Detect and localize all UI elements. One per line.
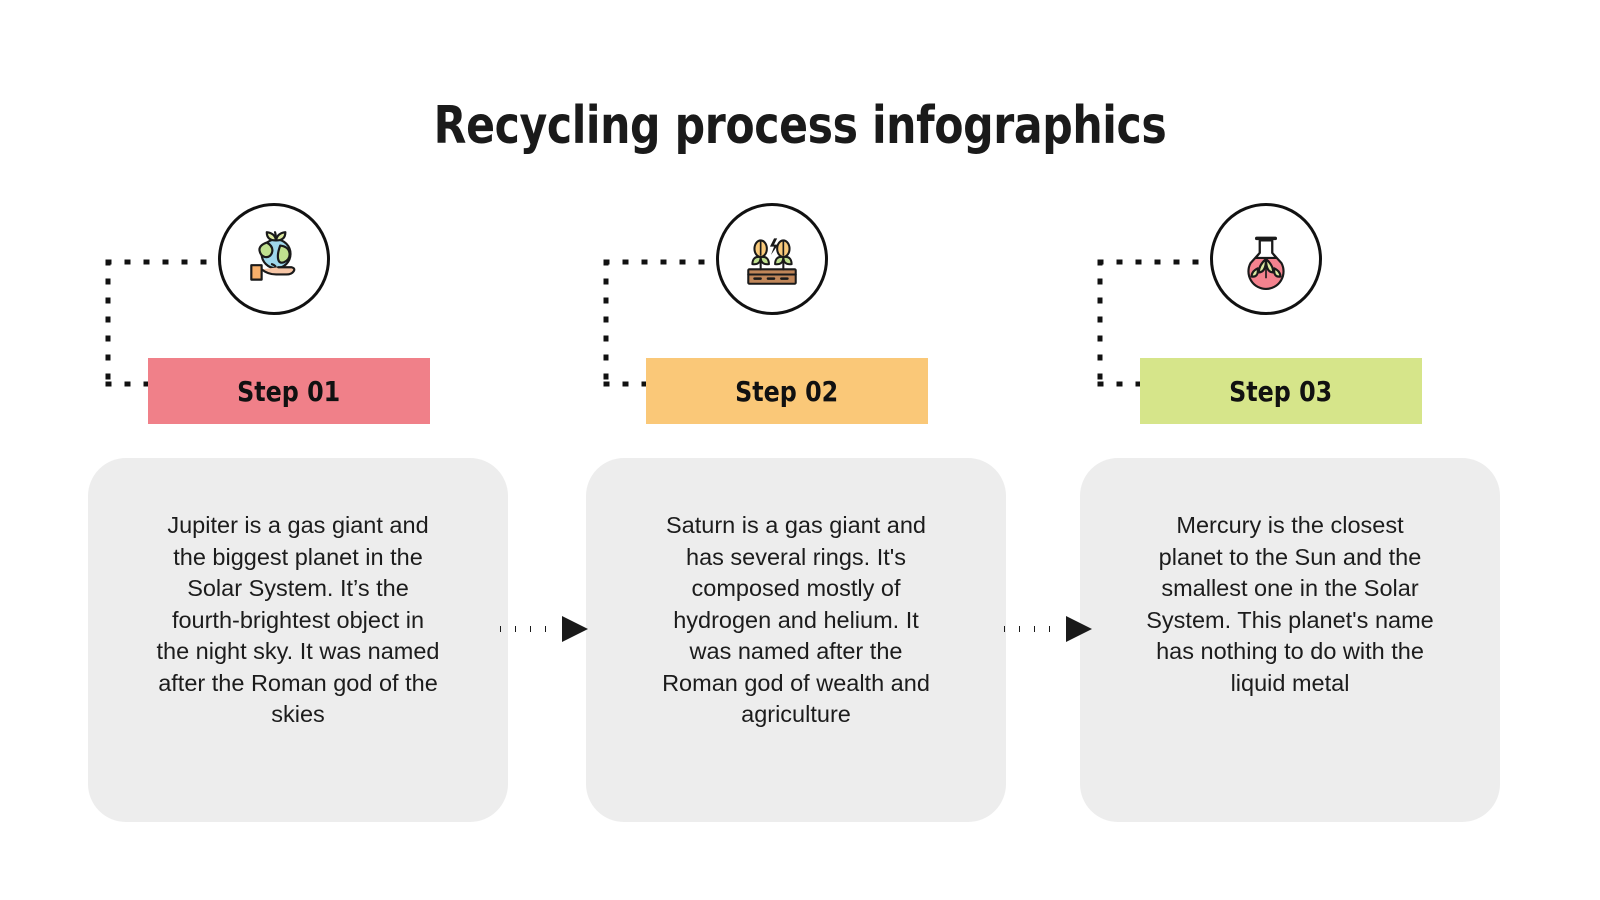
step-label-bar-3[interactable]: Step 03 [1140,358,1422,424]
step-column-3: Step 03 Mercury is the closest planet to… [1040,0,1520,900]
step-icon-circle-3 [1210,203,1322,315]
step-label-text-2: Step 02 [735,374,839,408]
step-icon-circle-2 [716,203,828,315]
page-title: Recycling process infographics [433,96,1167,156]
step-label-text-1: Step 01 [237,374,341,408]
step-description-text-1: Jupiter is a gas giant and the biggest p… [156,512,440,727]
step-label-text-3: Step 03 [1229,374,1333,408]
crops-bioenergy-icon [747,238,797,285]
step-description-card-2: Saturn is a gas giant and has several ri… [586,458,1006,822]
step-column-1: Step 01 Jupiter is a gas giant and the b… [48,0,528,900]
step-column-2: Step 02 Saturn is a gas giant and has se… [546,0,1026,900]
hand-holding-earth-icon [250,231,296,281]
step-label-bar-2[interactable]: Step 02 [646,358,928,424]
flow-arrow-1 [500,616,588,642]
step-label-bar-1[interactable]: Step 01 [148,358,430,424]
step-description-card-3: Mercury is the closest planet to the Sun… [1080,458,1500,822]
flow-arrow-2 [1004,616,1092,642]
step-description-card-1: Jupiter is a gas giant and the biggest p… [88,458,508,822]
step-description-text-2: Saturn is a gas giant and has several ri… [662,512,930,727]
step-icon-circle-1 [218,203,330,315]
leaf-flask-icon [1247,236,1285,290]
step-description-text-3: Mercury is the closest planet to the Sun… [1146,512,1434,696]
